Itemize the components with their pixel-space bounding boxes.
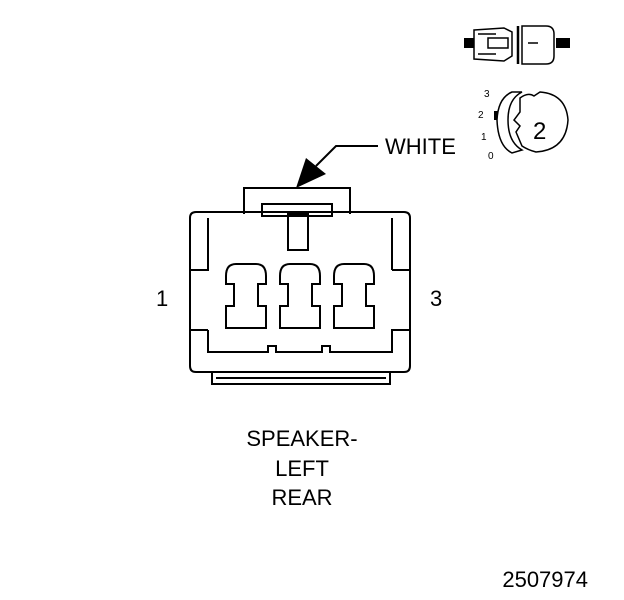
callout-color-label: WHITE: [385, 134, 456, 159]
caption-line-2: LEFT: [275, 456, 329, 481]
view-indicator: 3 2 1 0 2: [478, 89, 569, 162]
housing-inner-frame: [190, 218, 410, 353]
view-number: 2: [533, 118, 546, 145]
scale-label-1: 1: [481, 132, 487, 143]
pin-cavity-3: [333, 263, 375, 329]
callout-arrowhead-icon: [296, 158, 326, 188]
figure-number: 2507974: [502, 567, 588, 592]
caption-line-1: SPEAKER-: [246, 426, 357, 451]
caption-line-3: REAR: [271, 485, 332, 510]
connector-face: [189, 187, 411, 385]
scale-label-0: 0: [488, 151, 494, 162]
scale-label-2: 2: [478, 110, 484, 121]
pin-number-right: 3: [430, 286, 442, 311]
pin-number-left: 1: [156, 286, 168, 311]
housing-outline: [189, 211, 411, 373]
pin-cavity-1: [225, 263, 267, 329]
housing-bottom-rail: [211, 372, 391, 385]
dial-plug-icon: [513, 91, 569, 153]
dial-ring-icon: [496, 91, 524, 154]
color-callout: WHITE: [296, 134, 456, 188]
connector-side-view-icon: [464, 25, 570, 65]
latch-tab: [243, 187, 351, 214]
scale-label-3: 3: [484, 89, 490, 100]
callout-leader-line: [315, 145, 378, 167]
pin-cavity-2: [279, 263, 321, 329]
